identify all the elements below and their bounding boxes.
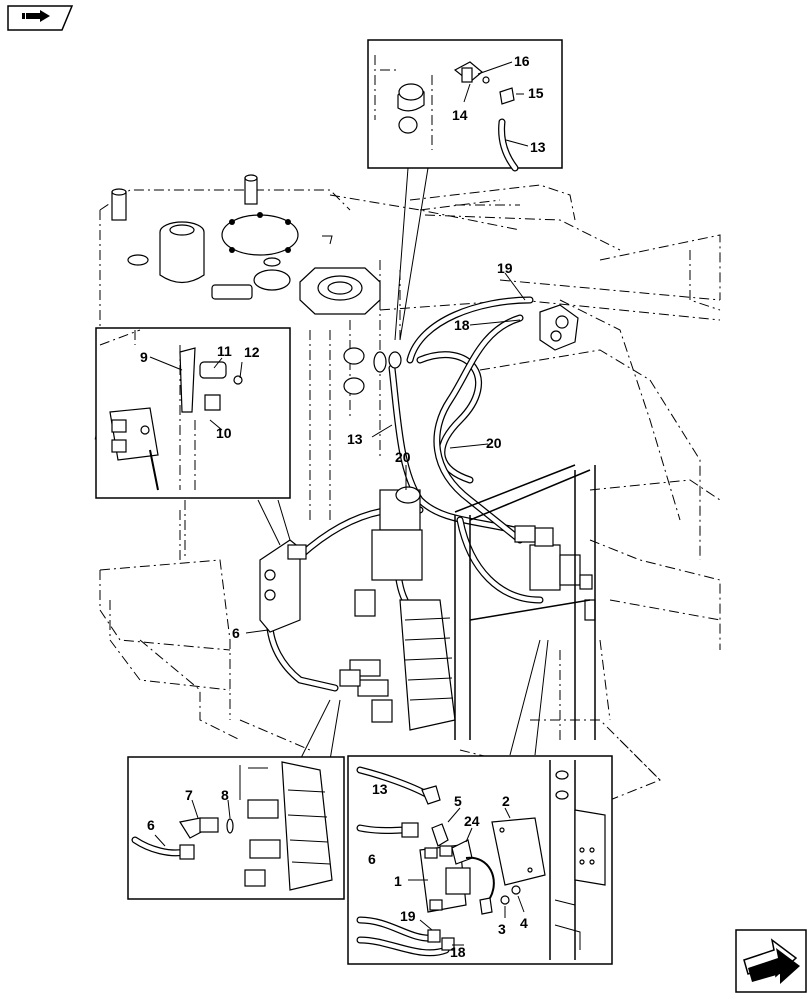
callout-19-inset: 19 — [400, 908, 416, 924]
inset-bottom-left — [127, 756, 345, 900]
callout-15: 15 — [528, 85, 544, 101]
book-hand-icon — [7, 5, 74, 31]
callout-18-inset: 18 — [450, 944, 466, 960]
callout-6-inset: 6 — [147, 817, 155, 833]
callout-11: 11 — [217, 343, 232, 359]
callout-20-right: 20 — [486, 435, 502, 451]
frame-pillars — [454, 464, 596, 740]
callout-8: 8 — [221, 787, 229, 803]
callout-2: 2 — [502, 793, 510, 809]
callout-16: 16 — [514, 53, 530, 69]
tank-top-components — [111, 174, 381, 395]
callout-20-left: 20 — [395, 449, 411, 465]
callout-14: 14 — [452, 107, 468, 123]
left-fitting-block — [259, 351, 402, 633]
leader-lines — [245, 167, 549, 761]
callout-6-inset2: 6 — [368, 851, 376, 867]
callout-4: 4 — [520, 915, 528, 931]
upper-valve-block — [539, 304, 579, 351]
next-page-arrow-icon[interactable] — [735, 929, 807, 993]
control-valve-bank — [339, 486, 456, 731]
inset-left — [95, 327, 291, 499]
callout-24: 24 — [464, 813, 480, 829]
callout-13-top: 13 — [530, 139, 546, 155]
callout-7: 7 — [185, 787, 193, 803]
callout-13-main: 13 — [347, 431, 363, 447]
callout-9: 9 — [140, 349, 148, 365]
callout-1: 1 — [394, 873, 402, 889]
callout-18-main: 18 — [454, 317, 470, 333]
callout-3: 3 — [498, 921, 506, 937]
callout-12: 12 — [244, 344, 260, 360]
callout-5: 5 — [454, 793, 462, 809]
callout-10: 10 — [216, 425, 232, 441]
callout-labels: 16 15 14 13 19 18 11 12 9 10 13 20 20 6 … — [140, 53, 546, 960]
callout-6-main: 6 — [232, 625, 240, 641]
inset-bottom-right — [347, 755, 613, 965]
inset-top — [367, 39, 563, 172]
callout-19-main: 19 — [497, 260, 513, 276]
callout-13-inset: 13 — [372, 781, 388, 797]
